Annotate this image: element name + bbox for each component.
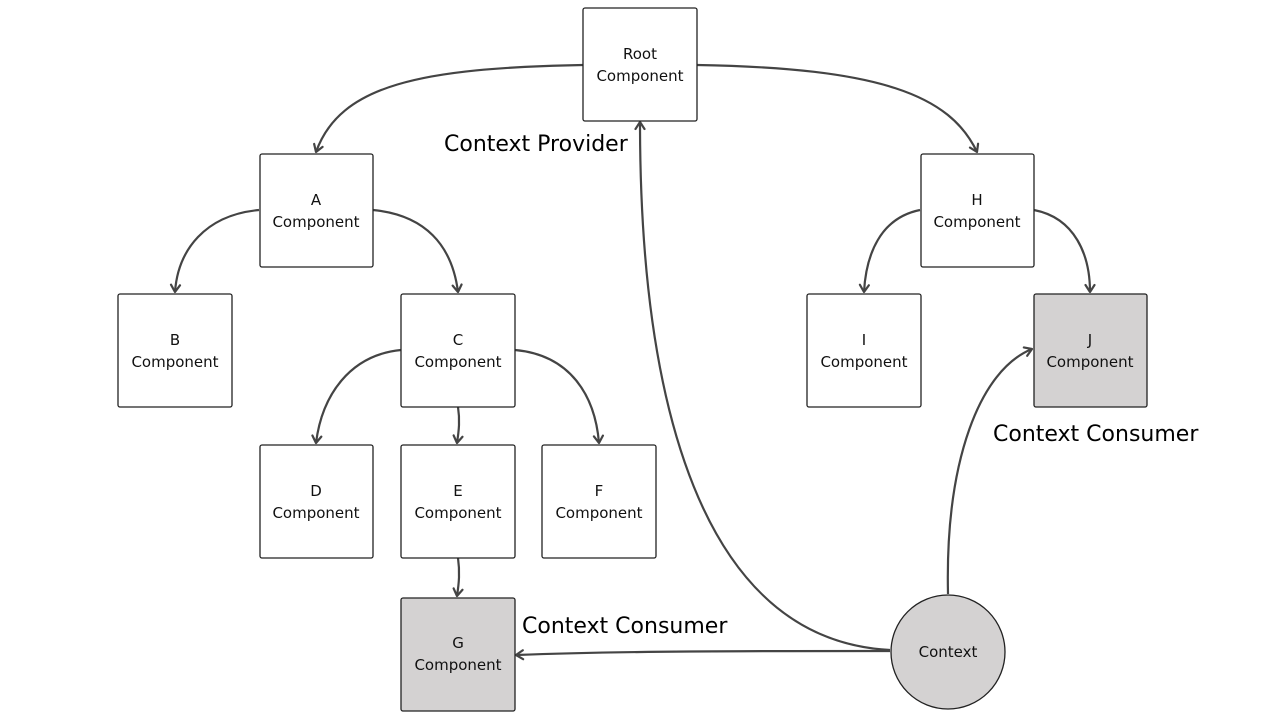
a-component-line1: A	[311, 191, 322, 209]
edge-context-to-root	[634, 120, 891, 652]
edge-root-to-h	[696, 63, 980, 154]
c-component-line2: Component	[414, 353, 501, 371]
d-component-line2: Component	[272, 504, 359, 522]
h-component-node: H Component	[920, 153, 1035, 268]
edge-c-to-e	[452, 406, 464, 445]
f-component-line2: Component	[555, 504, 642, 522]
g-component-line2: Component	[414, 656, 501, 674]
a-component-line2: Component	[272, 213, 359, 231]
context-node: Context	[890, 594, 1006, 710]
h-component-line1: H	[971, 191, 982, 209]
i-component-line2: Component	[820, 353, 907, 371]
j-component-line1: J	[1087, 331, 1092, 349]
i-component-node: I Component	[806, 293, 922, 408]
edge-a-to-c	[372, 208, 463, 294]
context-provider-annotation: Context Provider	[444, 132, 629, 157]
f-component-node: F Component	[541, 444, 657, 559]
h-component-line2: Component	[933, 213, 1020, 231]
edge-h-to-i	[858, 208, 921, 294]
j-component-node: J Component	[1033, 293, 1148, 408]
g-component-line1: G	[452, 634, 464, 652]
c-component-line1: C	[453, 331, 463, 349]
e-component-line1: E	[453, 482, 462, 500]
context-consumer-annotation-j: Context Consumer	[993, 422, 1199, 447]
edge-root-to-a	[313, 63, 584, 154]
g-component-node: G Component	[400, 597, 516, 712]
b-component-node: B Component	[117, 293, 233, 408]
edge-a-to-b	[169, 208, 260, 294]
root-component-line1: Root	[623, 45, 657, 63]
edge-context-to-g	[514, 649, 891, 661]
f-component-line1: F	[595, 482, 604, 500]
e-component-node: E Component	[400, 444, 516, 559]
b-component-line1: B	[170, 331, 180, 349]
edge-h-to-j	[1033, 208, 1096, 294]
e-component-line2: Component	[414, 504, 501, 522]
edge-context-to-j	[946, 346, 1034, 595]
root-component-node: Root Component	[582, 7, 698, 122]
i-component-line1: I	[862, 331, 866, 349]
j-component-line2: Component	[1046, 353, 1133, 371]
edge-e-to-g	[452, 557, 464, 598]
a-component-node: A Component	[259, 153, 374, 268]
edge-c-to-f	[514, 348, 604, 445]
d-component-node: D Component	[259, 444, 374, 559]
d-component-line1: D	[310, 482, 322, 500]
edges	[169, 63, 1096, 661]
edge-c-to-d	[311, 348, 402, 445]
c-component-node: C Component	[400, 293, 516, 408]
context-consumer-annotation-g: Context Consumer	[522, 614, 728, 639]
b-component-line2: Component	[131, 353, 218, 371]
root-component-line2: Component	[596, 67, 683, 85]
context-label: Context	[919, 643, 978, 661]
